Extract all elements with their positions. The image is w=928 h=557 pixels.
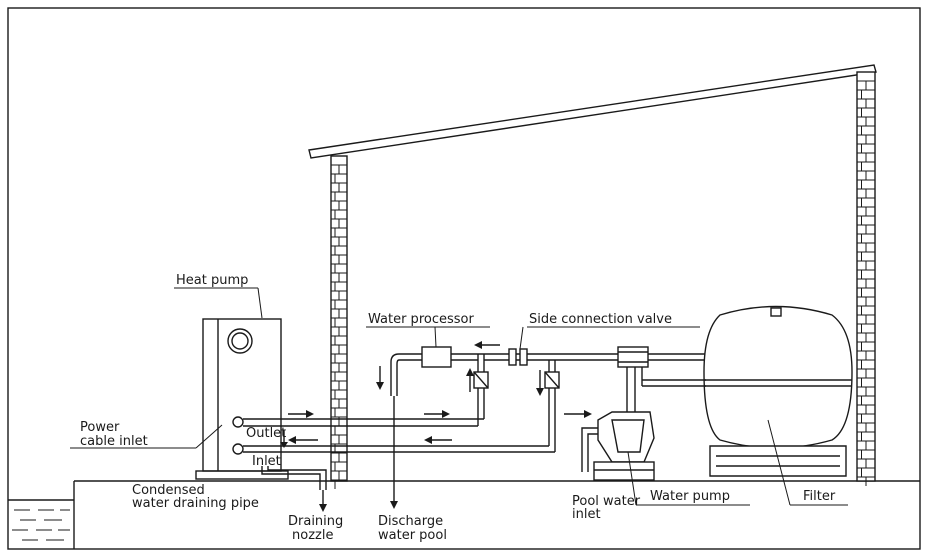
drain-arrow-icon [319,504,327,512]
arrow-right-icon [564,410,592,418]
leader-lines [70,287,848,506]
outlet-pipe [243,353,512,427]
filter-label: Filter [803,489,836,504]
arrow-down-icon [280,430,288,448]
filter-tank [642,305,853,477]
power-cable-inlet-label-line1: Power [80,420,120,435]
arrow-right-icon [424,410,450,418]
water-pump [581,367,655,481]
left-brick-wall [330,155,348,489]
inlet-label: Inlet [252,454,281,469]
ground [8,480,920,549]
draining-nozzle-label-line2: nozzle [292,528,333,543]
arrow-left-icon [424,436,452,444]
discharge-water-pool-label-line2: water pool [378,528,447,543]
side-connection-valve-label: Side connection valve [529,312,672,327]
water-processor [390,346,452,509]
right-brick-wall [856,71,876,486]
heat-pump-label: Heat pump [176,273,248,288]
roof [308,64,877,159]
arrow-left-icon [474,341,500,349]
labels: Heat pump Water processor Side connectio… [80,273,836,543]
pool-water-inlet-label-line2: inlet [572,507,601,522]
pool-water-inlet-label-line1: Pool water [572,494,641,509]
condensed-water-label-line1: Condensed [132,483,205,498]
pool-water [12,509,70,541]
power-cable-inlet-label-line2: cable inlet [80,434,148,449]
condensed-water-draining-pipe [261,466,327,512]
flow-arrows [280,341,592,448]
discharge-arrow-icon [390,501,398,509]
outlet-label: Outlet [246,426,286,441]
arrow-down-icon [536,370,544,396]
arrow-left-icon [288,436,318,444]
discharge-water-pool-label-line1: Discharge [378,514,443,529]
water-pump-label: Water pump [650,489,730,504]
water-processor-label: Water processor [368,312,474,327]
inlet-pipe [243,360,560,453]
draining-nozzle-label-line1: Draining [288,514,343,529]
condensed-water-label-line2: water draining pipe [132,496,259,511]
arrow-right-icon [288,410,314,418]
arrow-down-icon [376,366,384,390]
arrow-up-icon [466,368,474,392]
main-pipe [508,346,706,368]
diagram-frame [7,7,921,550]
